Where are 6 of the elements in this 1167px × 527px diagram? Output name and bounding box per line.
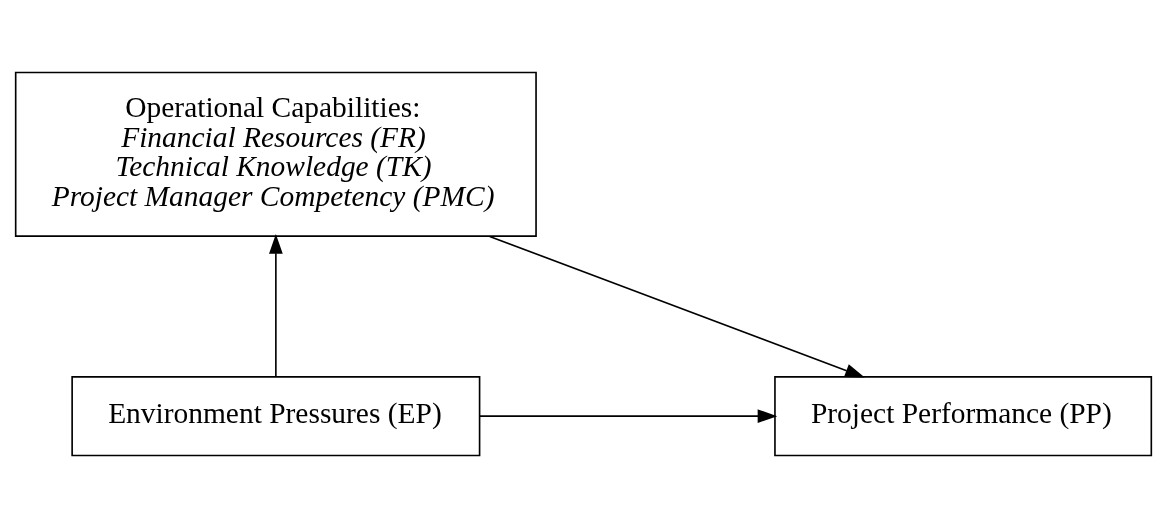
arrow [488, 235, 865, 378]
arrow [269, 233, 283, 377]
node-box: Project Performance (PP) [774, 375, 1153, 456]
node-box: Environment Pressures (EP) [71, 375, 481, 456]
arrow [479, 408, 778, 423]
node-box: Operational Capabilities: Financial Resources (FR) Technical Knowledge (TK) Project Manager Competency (PMC) [14, 71, 537, 237]
